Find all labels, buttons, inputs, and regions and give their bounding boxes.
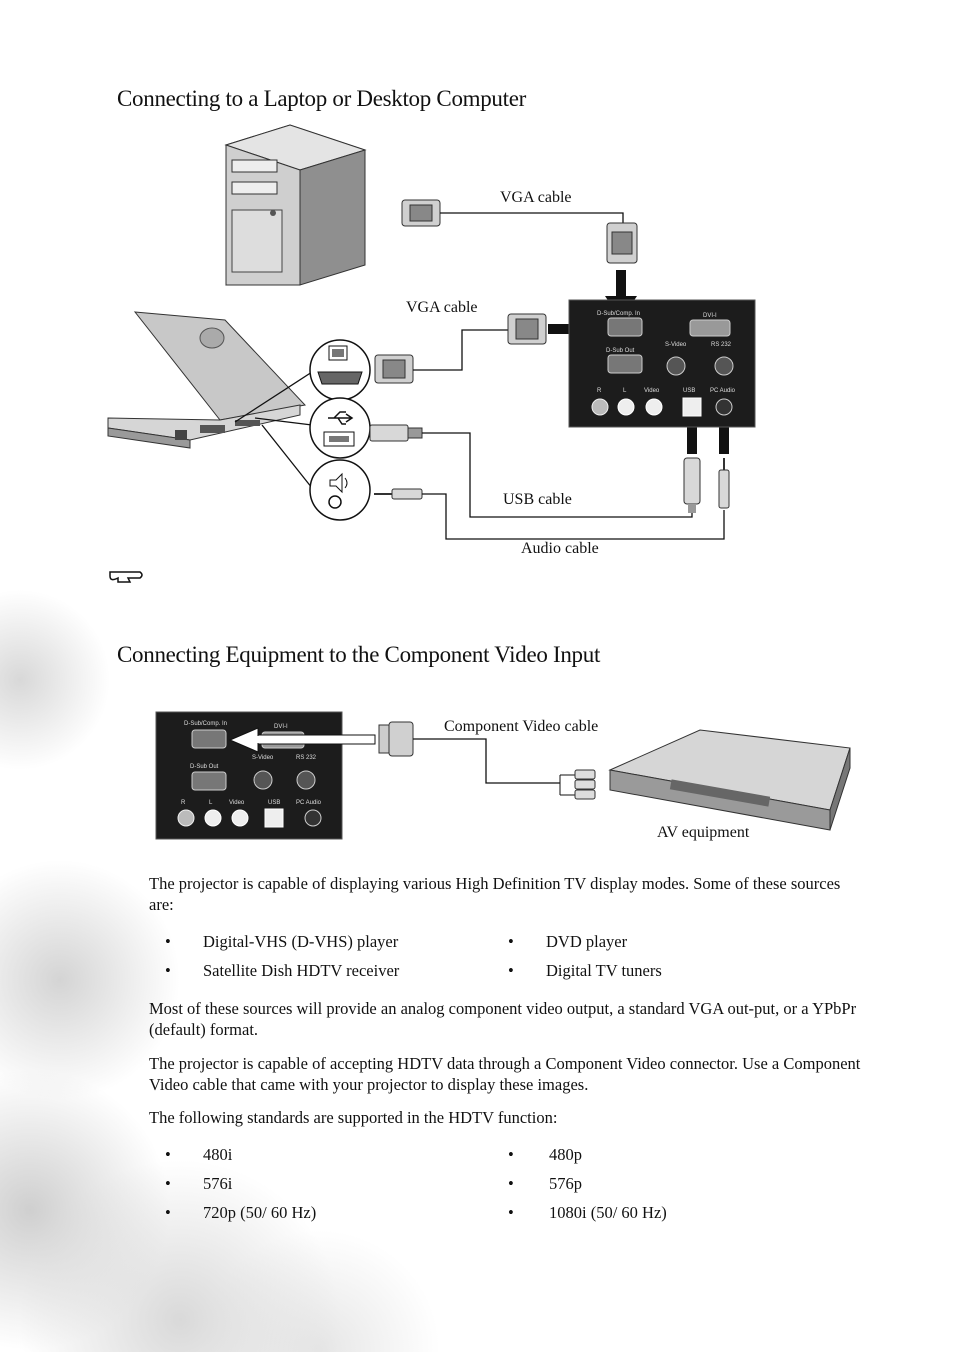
paragraph-analog-sources: Most of these sources will provide an an… [149, 999, 857, 1039]
component-vga-connector [378, 721, 414, 757]
label-component-cable: Component Video cable [444, 718, 599, 735]
panel-label-r: R [597, 388, 602, 394]
panel-label-pc-audio: PC Audio [710, 388, 736, 394]
usb-plug-laptop [369, 424, 423, 442]
panel-label-dsub-in: D-Sub/Comp. In [597, 311, 640, 317]
svg-text:USB: USB [268, 800, 280, 806]
note-hand-icon [109, 571, 143, 583]
vga-connector-laptop [374, 354, 414, 384]
panel-label-usb: USB [683, 388, 695, 394]
panel-label-dvi: DVI-I [703, 313, 717, 319]
paragraph-hdtv-modes: The projector is capable of displaying v… [149, 874, 841, 914]
label-vga-cable-top: VGA cable [500, 189, 572, 206]
usb-icon [323, 411, 355, 447]
label-usb-cable: USB cable [503, 491, 572, 508]
background-texture [0, 560, 460, 1352]
vga-connector-projector [507, 313, 547, 345]
svg-text:D-Sub Out: D-Sub Out [190, 764, 219, 770]
svg-text:L: L [209, 800, 213, 806]
usb-plug-projector [683, 457, 701, 513]
svg-text:S-Video: S-Video [252, 755, 274, 761]
panel-label-video: Video [644, 388, 660, 394]
panel-label-dsub-out: D-Sub Out [606, 348, 635, 354]
svg-text:Video: Video [229, 800, 245, 806]
desktop-tower-illustration [224, 124, 367, 286]
vga-connector-down [606, 222, 638, 264]
monitor-port-icon [317, 345, 363, 385]
panel-label-l: L [623, 388, 627, 394]
paragraph-component-connector: The projector is capable of accepting HD… [149, 1054, 861, 1094]
paragraph-standards-intro: The following standards are supported in… [149, 1108, 558, 1127]
component-connection-diagram: D-Sub/Comp. In DVI-I D-Sub Out S-Video R… [155, 711, 851, 840]
svg-text:PC Audio: PC Audio [296, 800, 322, 806]
vga-connector-tower [401, 199, 441, 227]
panel-label-rs232: RS 232 [711, 342, 732, 348]
svg-text:DVI-I: DVI-I [274, 724, 288, 730]
av-equipment-illustration [608, 729, 851, 831]
usb-port-bubble [309, 397, 371, 459]
audio-plug-projector [718, 458, 730, 509]
laptop-illustration [107, 311, 306, 449]
section-title-computer: Connecting to a Laptop or Desktop Comput… [117, 86, 526, 111]
label-av-equipment: AV equipment [657, 824, 750, 841]
audio-plug-laptop [374, 488, 423, 500]
projector-io-panel-2 [155, 711, 343, 840]
panel-label-svideo: S-Video [665, 342, 687, 348]
speaker-icon [328, 472, 348, 509]
label-audio-cable: Audio cable [521, 540, 599, 557]
computer-connection-diagram: D-Sub/Comp. In DVI-I D-Sub Out S-Video R… [107, 124, 756, 583]
projector-io-panel [568, 299, 756, 428]
section-title-component: Connecting Equipment to the Component Vi… [117, 642, 601, 667]
svg-text:R: R [181, 800, 186, 806]
svg-text:RS 232: RS 232 [296, 755, 317, 761]
svg-text:D-Sub/Comp. In: D-Sub/Comp. In [184, 721, 227, 727]
rca-plugs [574, 769, 596, 800]
label-vga-cable-mid: VGA cable [406, 299, 478, 316]
